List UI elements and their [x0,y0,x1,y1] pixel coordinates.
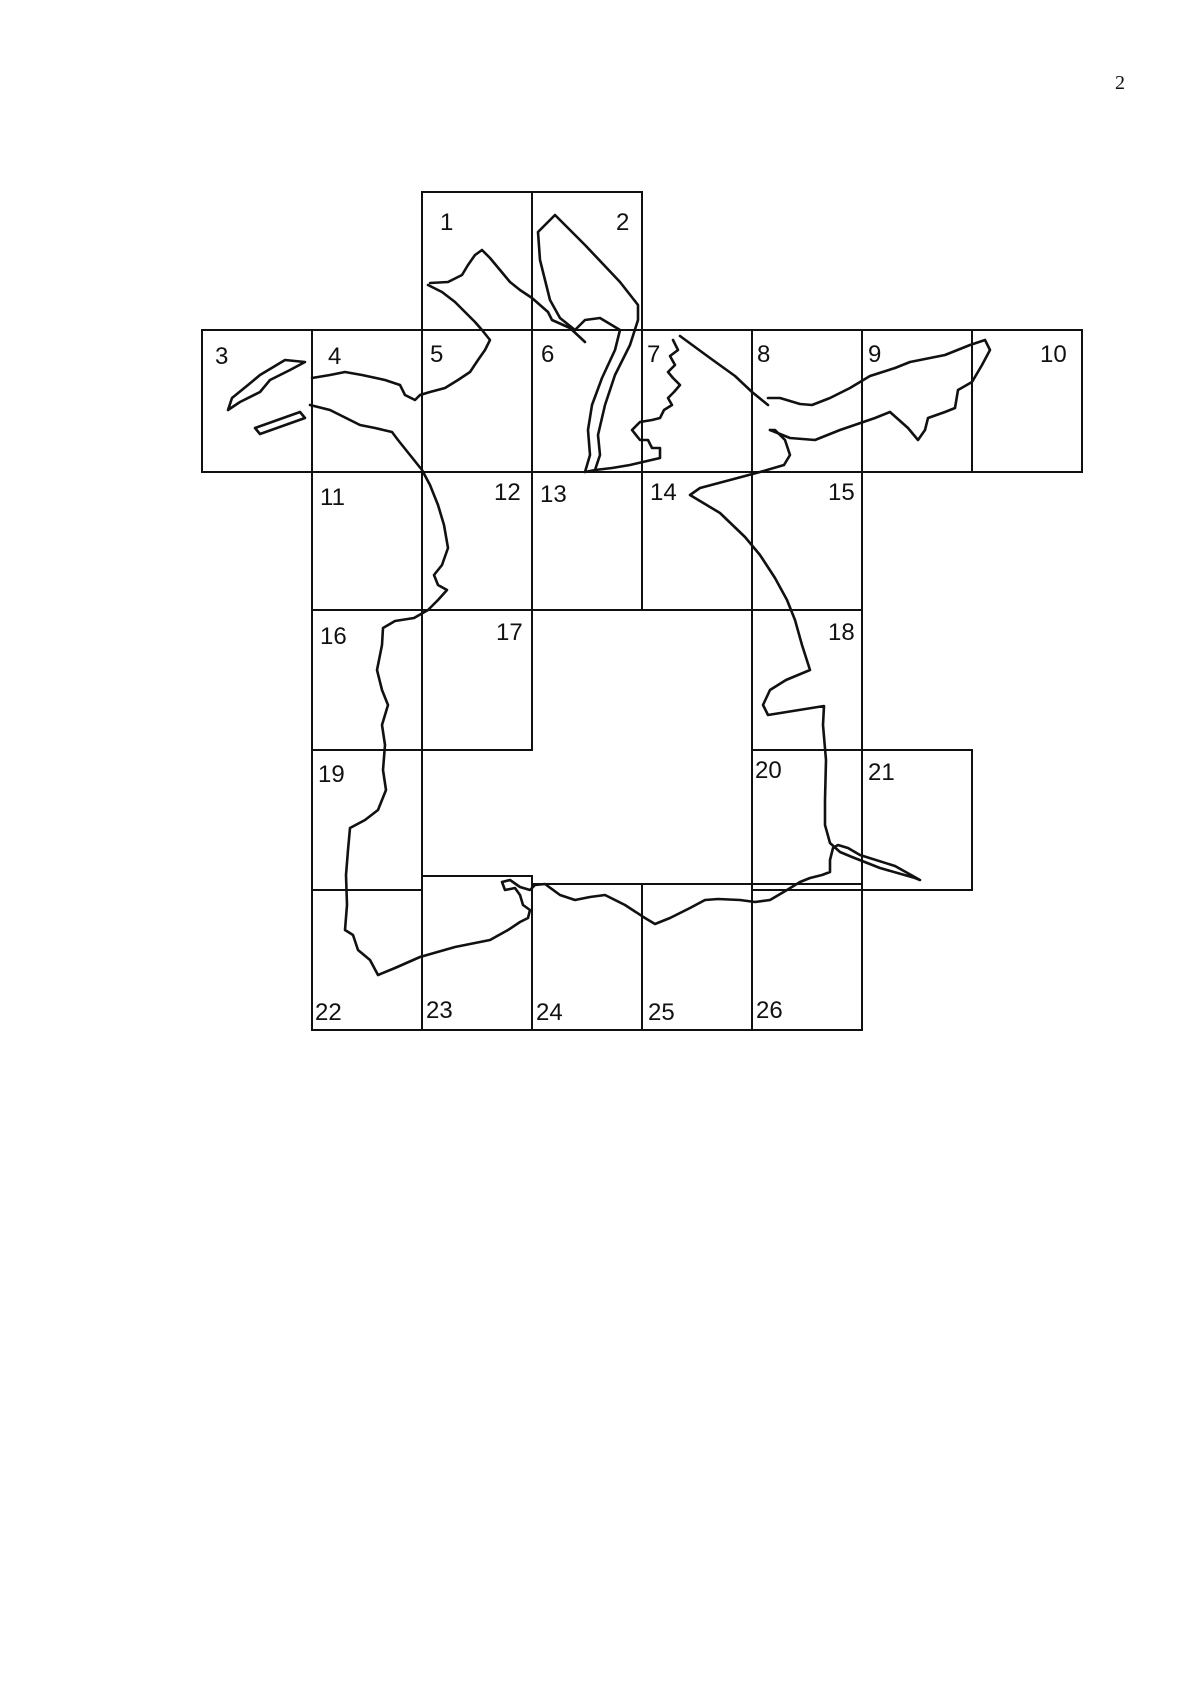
boundary-coast-1-5 [310,283,492,402]
boundary-coast-1 [428,248,587,344]
boundary-diagonal-7-8 [678,334,770,407]
tile-label-21: 21 [868,759,895,786]
boundary-channel-2-6 [536,213,640,474]
tile-label-25: 25 [648,999,675,1026]
tile-grid [201,191,1083,1031]
tile-label-10: 10 [1040,341,1067,368]
boundary-west-south [308,403,922,977]
boundary-tile-3-bar [253,410,307,436]
tile-label-6: 6 [541,341,554,368]
tile-label-15: 15 [828,479,855,506]
map-tile-26[interactable] [751,883,863,1031]
map-tile-1[interactable] [421,191,533,331]
tile-label-23: 23 [426,997,453,1024]
tile-label-8: 8 [757,341,770,368]
boundary-northeast [766,338,992,442]
tile-label-7: 7 [647,341,660,368]
tile-label-4: 4 [328,343,341,370]
tile-label-13: 13 [540,481,567,508]
boundary-outline [226,213,992,977]
tile-label-5: 5 [430,341,443,368]
tile-label-20: 20 [755,757,782,784]
tile-label-12: 12 [494,479,521,506]
tile-label-11: 11 [320,484,345,511]
tile-label-22: 22 [315,999,342,1026]
tile-labels: 1 2 3 4 5 6 7 8 9 10 11 12 13 14 15 16 1… [215,209,1067,1026]
tile-label-1: 1 [440,209,453,236]
tile-label-2: 2 [616,209,629,236]
tile-label-16: 16 [320,623,347,650]
page-number: 2 [1115,72,1125,94]
boundary-tile-3-fragment [226,358,307,412]
tile-label-14: 14 [650,479,677,506]
map-tile-21[interactable] [861,749,973,891]
tile-label-19: 19 [318,761,345,788]
tile-label-18: 18 [828,619,855,646]
tile-label-9: 9 [868,341,881,368]
tile-label-24: 24 [536,999,563,1026]
map-tile-10[interactable] [971,329,1083,473]
tile-label-3: 3 [215,343,228,370]
tile-label-17: 17 [496,619,523,646]
boundary-coast-7 [593,338,682,472]
map-tile-17[interactable] [421,609,533,751]
tile-label-26: 26 [756,997,783,1024]
